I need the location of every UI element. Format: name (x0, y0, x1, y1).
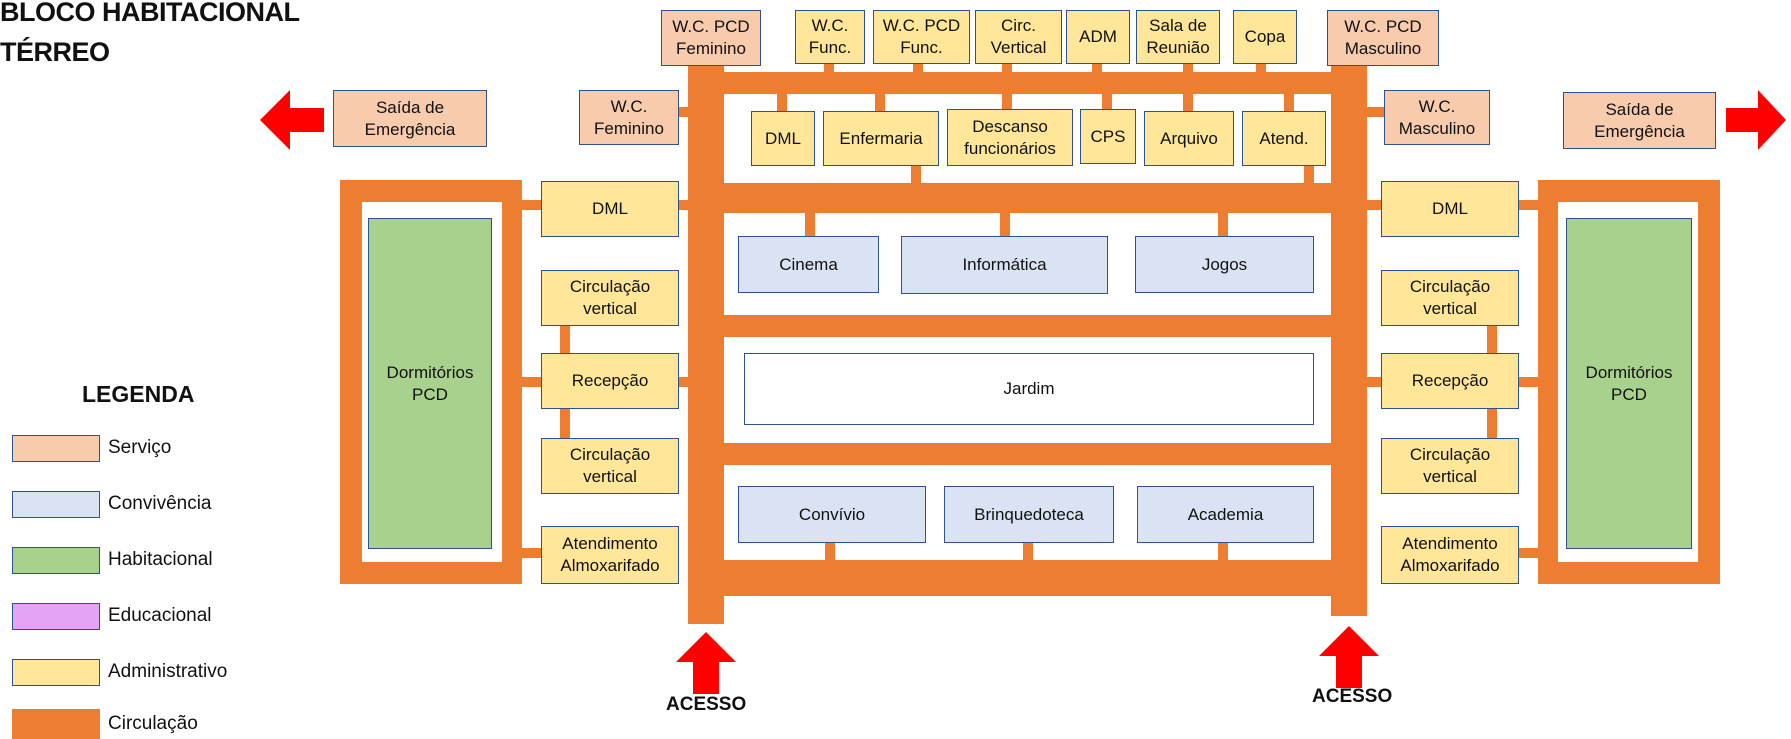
emergency-exit-arrow-left-icon (260, 90, 324, 150)
legend-swatch-convivencia (12, 490, 100, 518)
room-wc-feminino: W.C.Feminino (579, 90, 679, 145)
room-dml-left: DML (541, 181, 679, 237)
room-adm: ADM (1066, 10, 1130, 64)
room-brinquedoteca: Brinquedoteca (944, 486, 1114, 543)
circulation-corridor-4 (705, 443, 1350, 465)
title-line-1: BLOCO HABITACIONAL (0, 0, 300, 27)
circulation-top-corridor (705, 72, 1350, 94)
legend-item-educacional: Educacional (12, 601, 212, 631)
room-jardim: Jardim (744, 353, 1314, 425)
access-arrow-left-icon (676, 632, 736, 694)
access-arrow-right-icon (1319, 626, 1379, 688)
room-jogos: Jogos (1135, 236, 1314, 293)
room-dml-center: DML (751, 111, 815, 166)
legend-item-administrativo: Administrativo (12, 657, 227, 687)
room-enfermaria: Enfermaria (823, 111, 939, 166)
title-line-2: TÉRREO (0, 37, 110, 67)
legend-swatch-educacional (12, 602, 100, 630)
circulation-corridor-3 (705, 315, 1350, 337)
circulation-left-wing-frame (340, 180, 522, 202)
room-cps: CPS (1080, 109, 1136, 164)
room-recepcao-right: Recepção (1381, 353, 1519, 409)
room-copa: Copa (1233, 10, 1297, 64)
legend-swatch-administrativo (12, 658, 100, 686)
legend-item-circulacao: Circulação (12, 709, 198, 739)
circulation-right-wing-frame (1538, 180, 1720, 202)
circulation-right-column (1331, 64, 1367, 616)
circulation-bottom-corridor (705, 560, 1350, 596)
legend-item-convivencia: Convivência (12, 489, 212, 519)
access-label-left: ACESSO (666, 694, 747, 715)
room-atend: Atend. (1242, 111, 1326, 166)
legend-swatch-servico (12, 434, 100, 462)
room-arquivo: Arquivo (1144, 111, 1234, 166)
room-recepcao-left: Recepção (541, 353, 679, 409)
diagram-title: BLOCO HABITACIONAL TÉRREO (0, 0, 300, 72)
emergency-exit-arrow-right-icon (1726, 90, 1786, 150)
room-cinema: Cinema (738, 236, 879, 293)
legend-item-habitacional: Habitacional (12, 545, 213, 575)
legend-title: LEGENDA (82, 381, 195, 407)
legend-swatch-habitacional (12, 546, 100, 574)
room-dml-right: DML (1381, 181, 1519, 237)
access-label-right: ACESSO (1312, 686, 1393, 707)
circulation-corridor-2 (705, 183, 1350, 213)
legend-item-servico: Serviço (12, 433, 171, 463)
room-academia: Academia (1137, 486, 1314, 543)
room-convivio: Convívio (738, 486, 926, 543)
room-wc-masculino: W.C.Masculino (1384, 90, 1490, 145)
legend-swatch-circulacao (12, 709, 100, 739)
room-circ-vertical: Circ.Vertical (975, 10, 1062, 64)
room-informatica: Informática (901, 236, 1108, 294)
room-wc-func: W.C.Func. (795, 10, 865, 64)
circulation-left-column (688, 64, 724, 624)
